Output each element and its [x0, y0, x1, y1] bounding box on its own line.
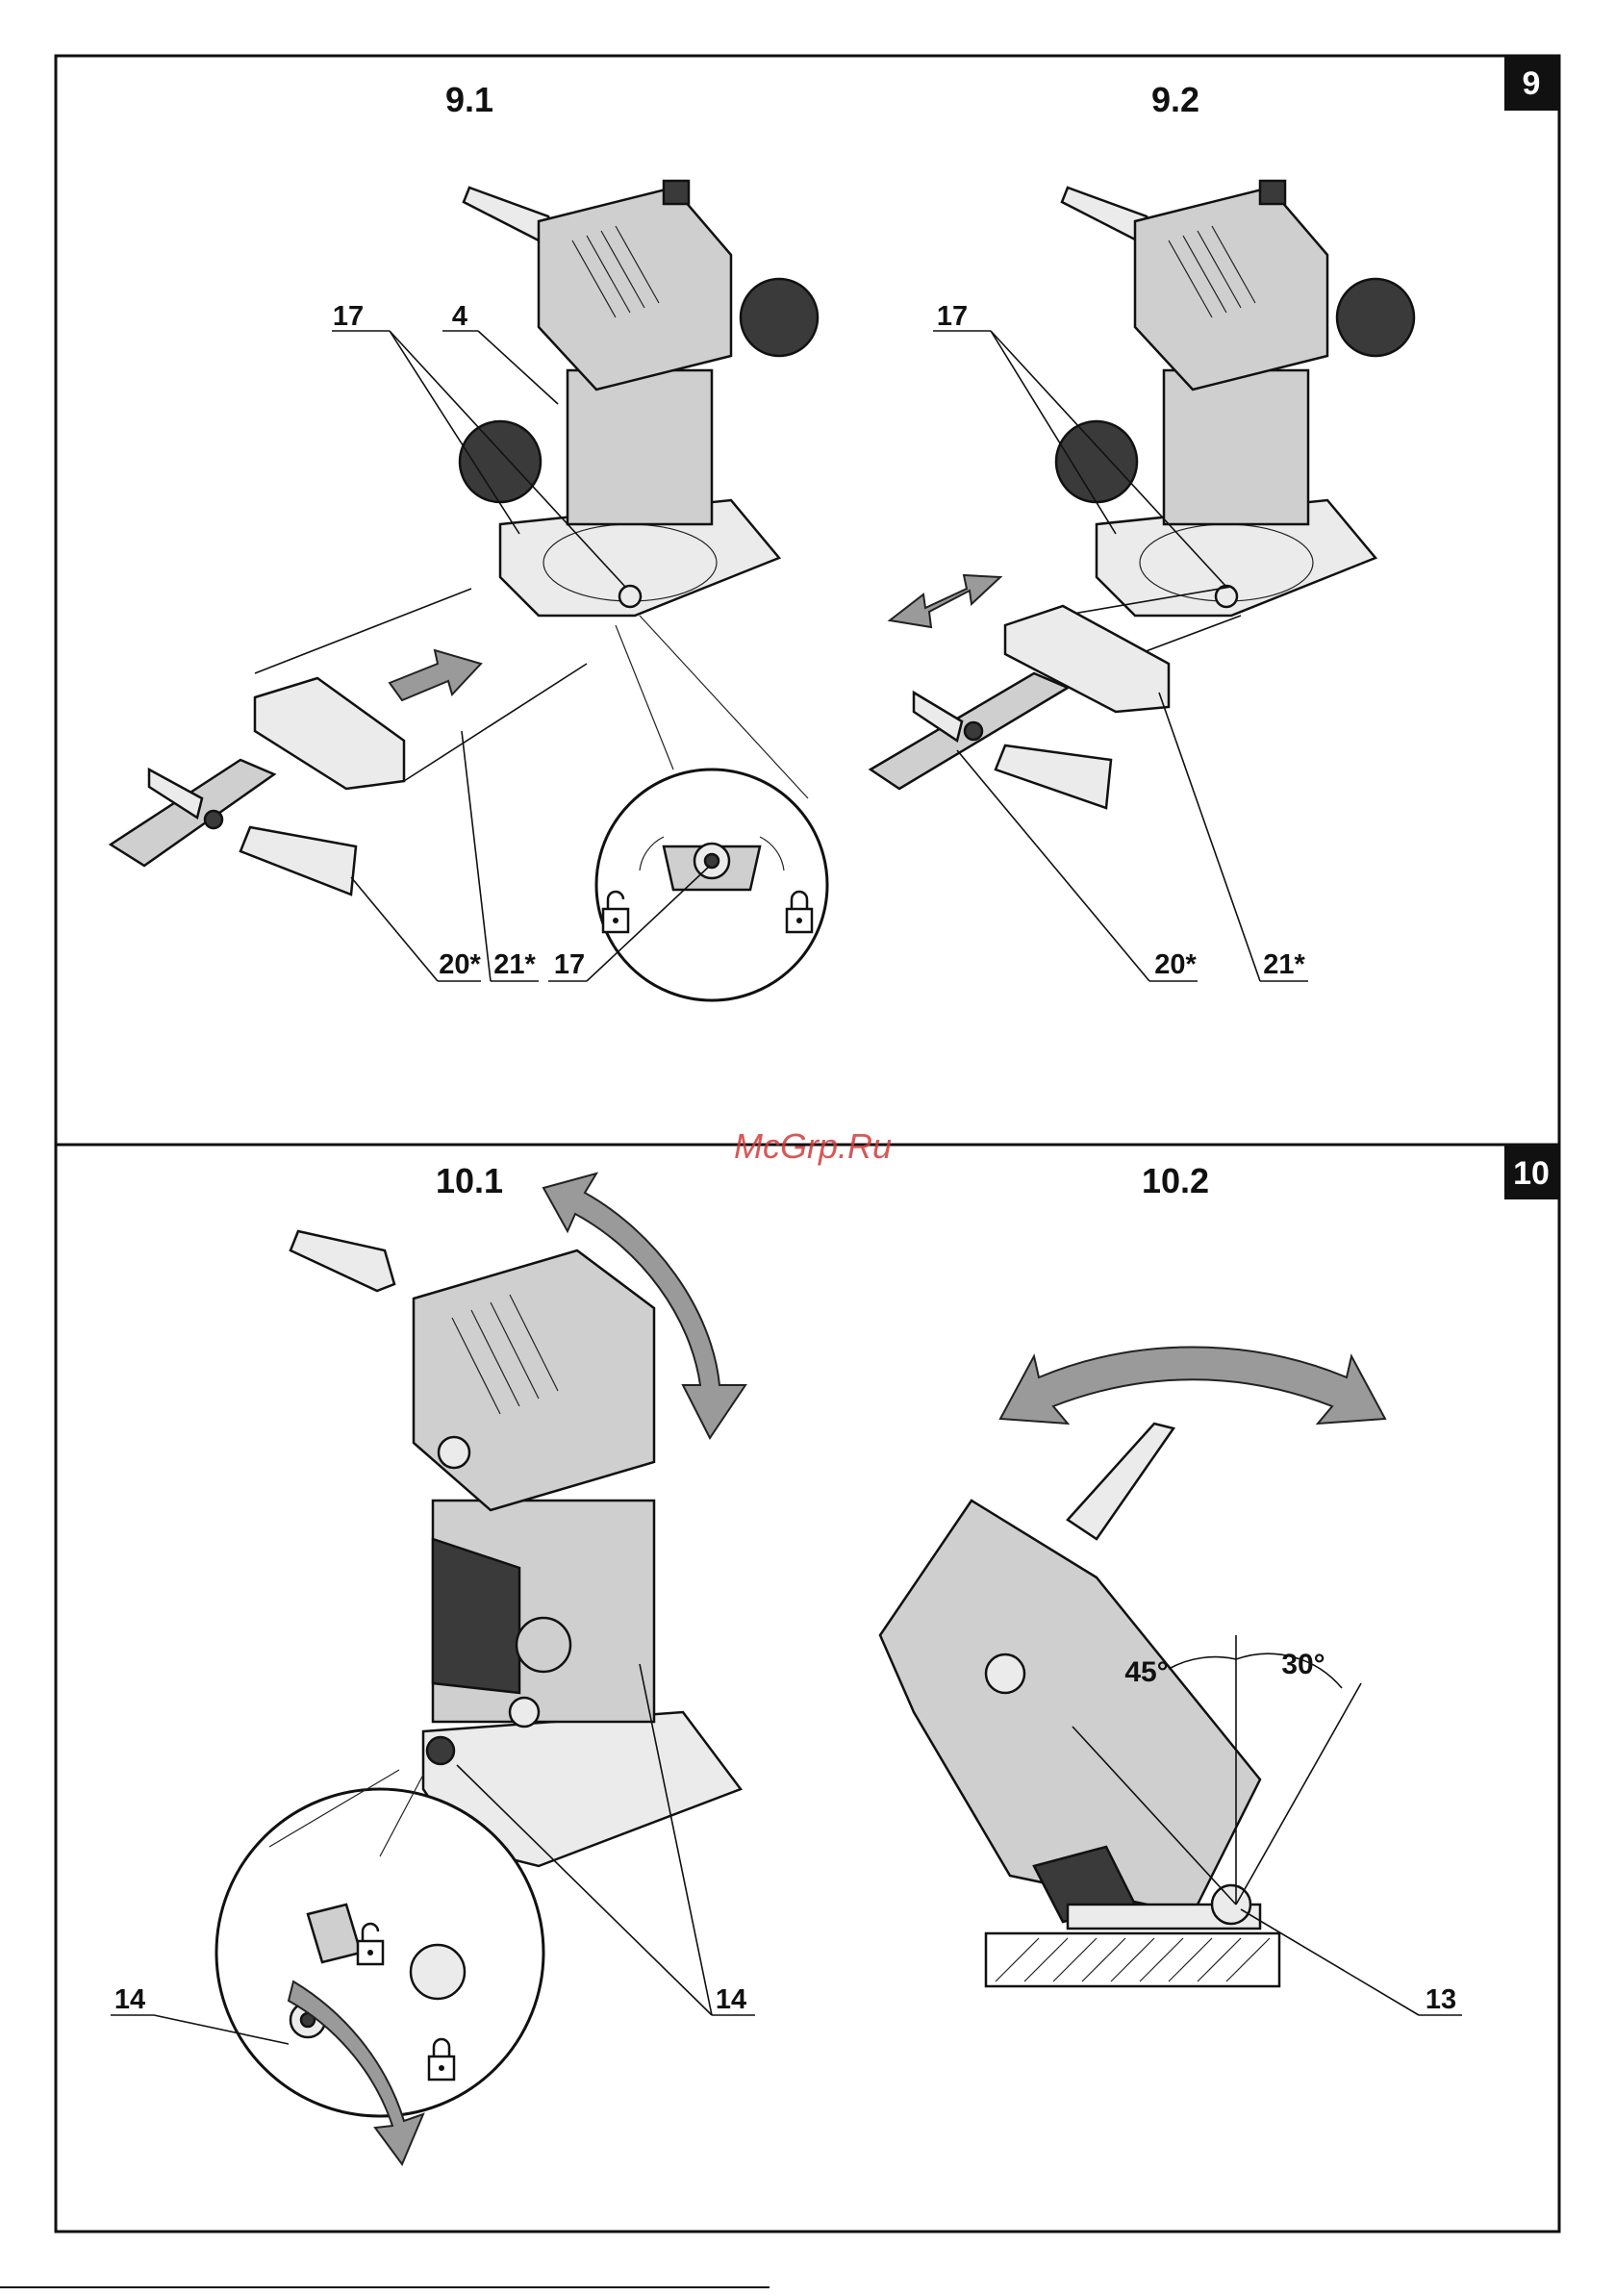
- svg-text:17: 17: [333, 301, 364, 332]
- panel-title-10-2: 10.2: [1142, 1161, 1209, 1200]
- svg-text:20*: 20*: [439, 949, 481, 980]
- callout-21-9-1: 21*: [462, 731, 539, 981]
- angle-label-30: 30°: [1281, 1649, 1325, 1680]
- angle-label-45: 45°: [1124, 1656, 1168, 1688]
- svg-text:10: 10: [1513, 1155, 1550, 1192]
- router-illustration-10-1: [290, 1231, 741, 1866]
- router-illustration-10-2: [880, 1424, 1279, 1986]
- svg-text:13: 13: [1426, 1984, 1456, 2015]
- panel-title-10-1: 10.1: [436, 1161, 503, 1200]
- svg-text:14: 14: [716, 1984, 746, 2015]
- panel-title-9-1: 9.1: [445, 80, 493, 119]
- edge-guide-9-1: [111, 589, 587, 895]
- callout-21-9-2: 21*: [1159, 693, 1308, 981]
- panel-title-9-2: 9.2: [1151, 80, 1199, 119]
- watermark: McGrp.Ru: [734, 1126, 892, 1166]
- router-illustration-9-2: [1056, 181, 1414, 616]
- svg-text:21*: 21*: [1263, 949, 1305, 980]
- svg-text:17: 17: [937, 301, 968, 332]
- svg-text:4: 4: [452, 301, 467, 332]
- router-illustration-9-1: [460, 181, 818, 616]
- svg-text:14: 14: [114, 1984, 145, 2015]
- detail-zoom-9-1: [596, 616, 827, 1000]
- section-badge-9: 9: [1504, 56, 1559, 111]
- svg-text:20*: 20*: [1154, 949, 1197, 980]
- svg-text:17: 17: [554, 949, 585, 980]
- callout-20-9-1: 20*: [351, 877, 481, 981]
- section-badge-10: 10: [1504, 1145, 1559, 1199]
- adjust-arrow-9-2: [890, 575, 1000, 627]
- svg-text:9: 9: [1523, 65, 1541, 102]
- insert-arrow-9-1: [390, 650, 481, 700]
- svg-text:21*: 21*: [493, 949, 536, 980]
- tilt-arrow-10-2: [1000, 1348, 1385, 1425]
